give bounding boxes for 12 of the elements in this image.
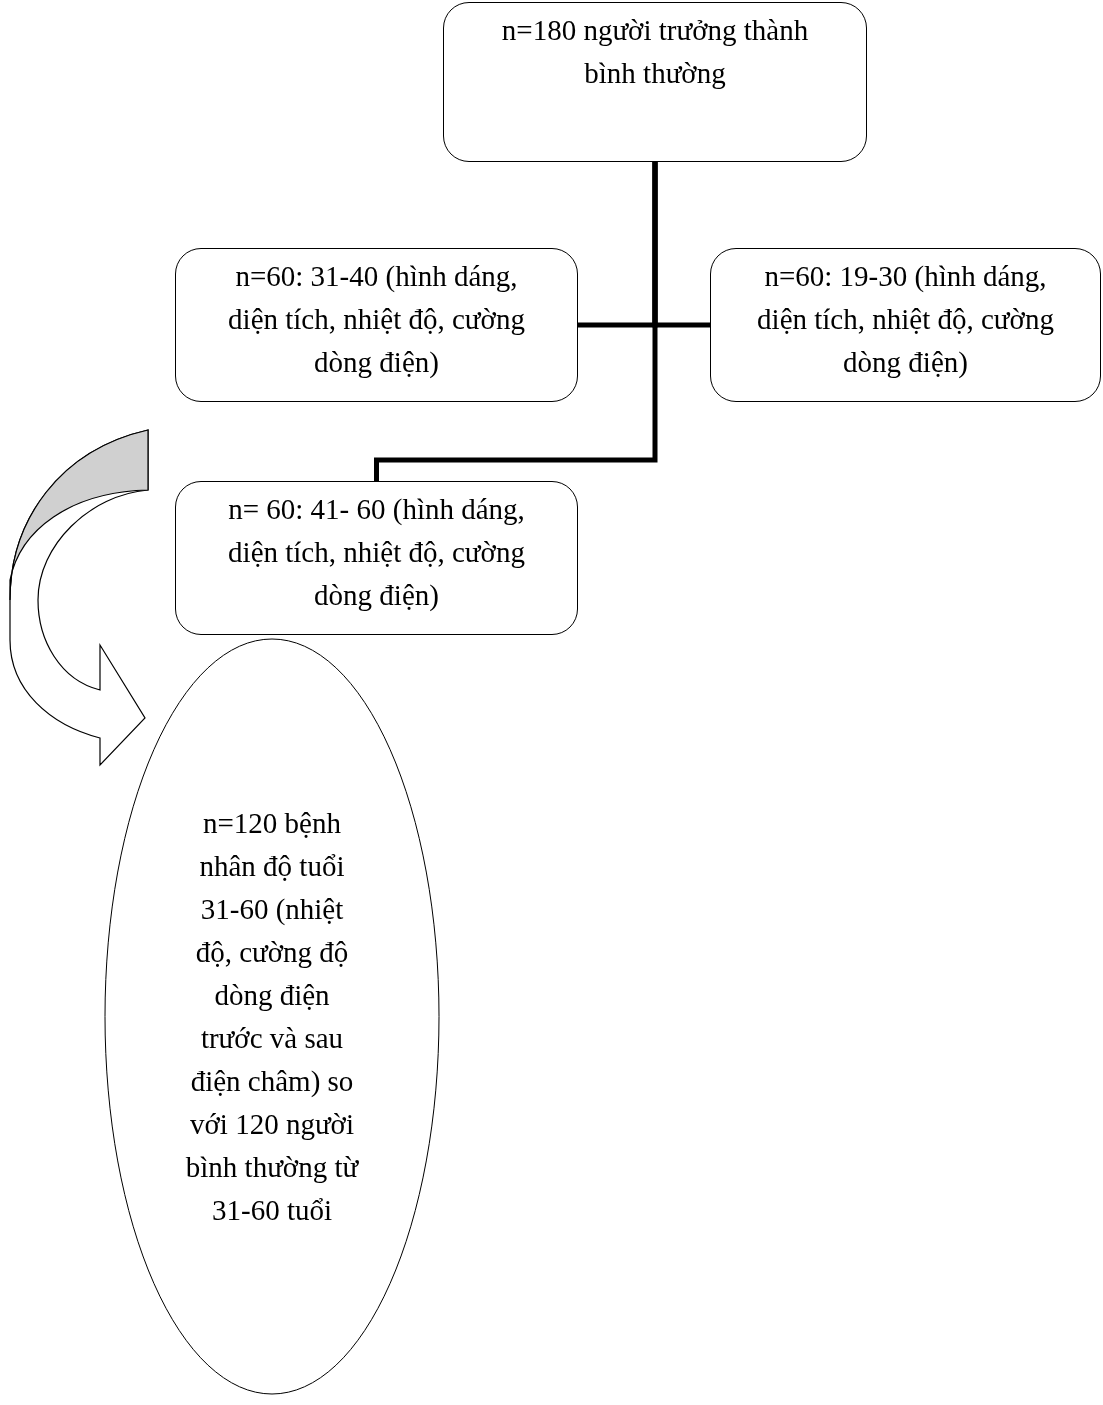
rounded-box	[443, 2, 867, 162]
connector-line	[374, 162, 658, 481]
rounded-box	[175, 248, 578, 402]
node-text: n=60: 31-40 (hình dáng, diện tích, nhiệt độ, cường dòng điện)	[227, 259, 526, 380]
ellipse-node	[104, 638, 440, 1395]
rounded-box	[710, 248, 1101, 402]
node-text: n=120 bệnh nhân độ tuổi 31-60 (nhiệt độ, cường độ dòng điện trước và sau điện châm) so với 120 người bình thường từ 31-60 tuổi	[184, 805, 360, 1228]
node-text: n=60: 19-30 (hình dáng, diện tích, nhiệt độ, cường dòng điện)	[756, 259, 1055, 380]
node-text: n=180 người trưởng thành bình thường	[500, 13, 810, 91]
rounded-box	[175, 481, 578, 635]
curved-arrow	[9, 429, 149, 766]
node-text: n= 60: 41- 60 (hình dáng, diện tích, nhiệt độ, cường dòng điện)	[227, 492, 526, 613]
